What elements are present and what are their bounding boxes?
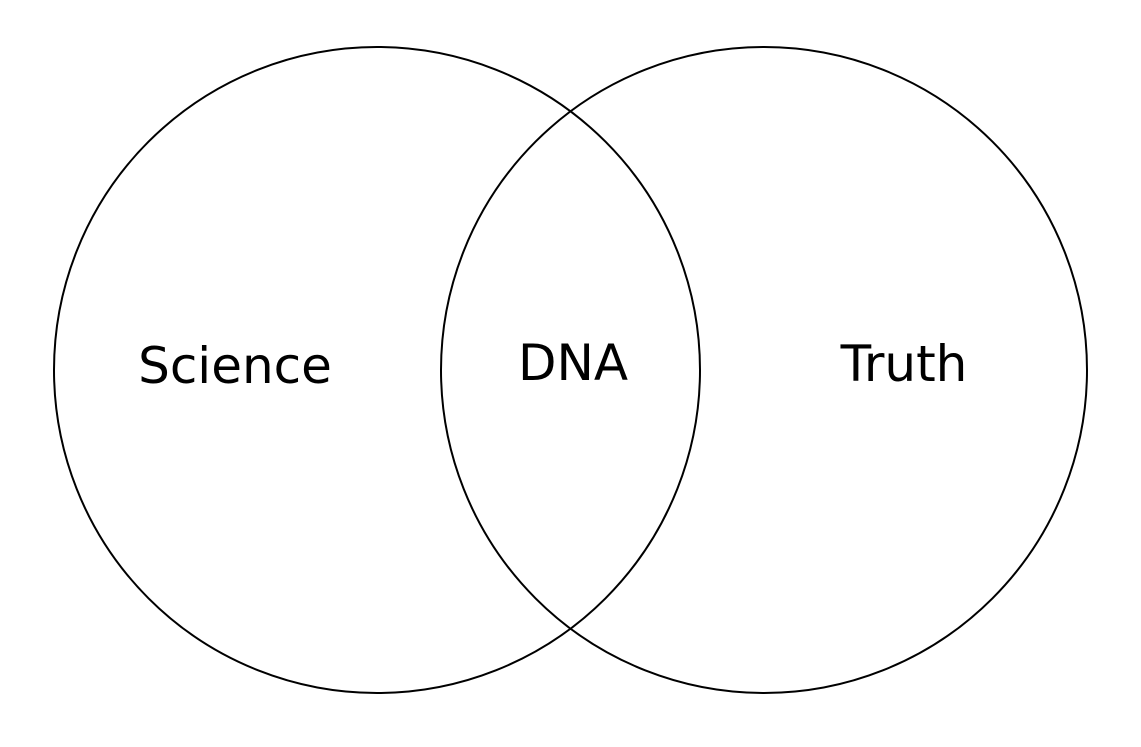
circle-truth	[440, 46, 1088, 694]
label-science: Science	[138, 337, 332, 395]
label-intersection: DNA	[518, 334, 628, 392]
circle-science	[53, 46, 701, 694]
label-truth: Truth	[840, 335, 968, 393]
